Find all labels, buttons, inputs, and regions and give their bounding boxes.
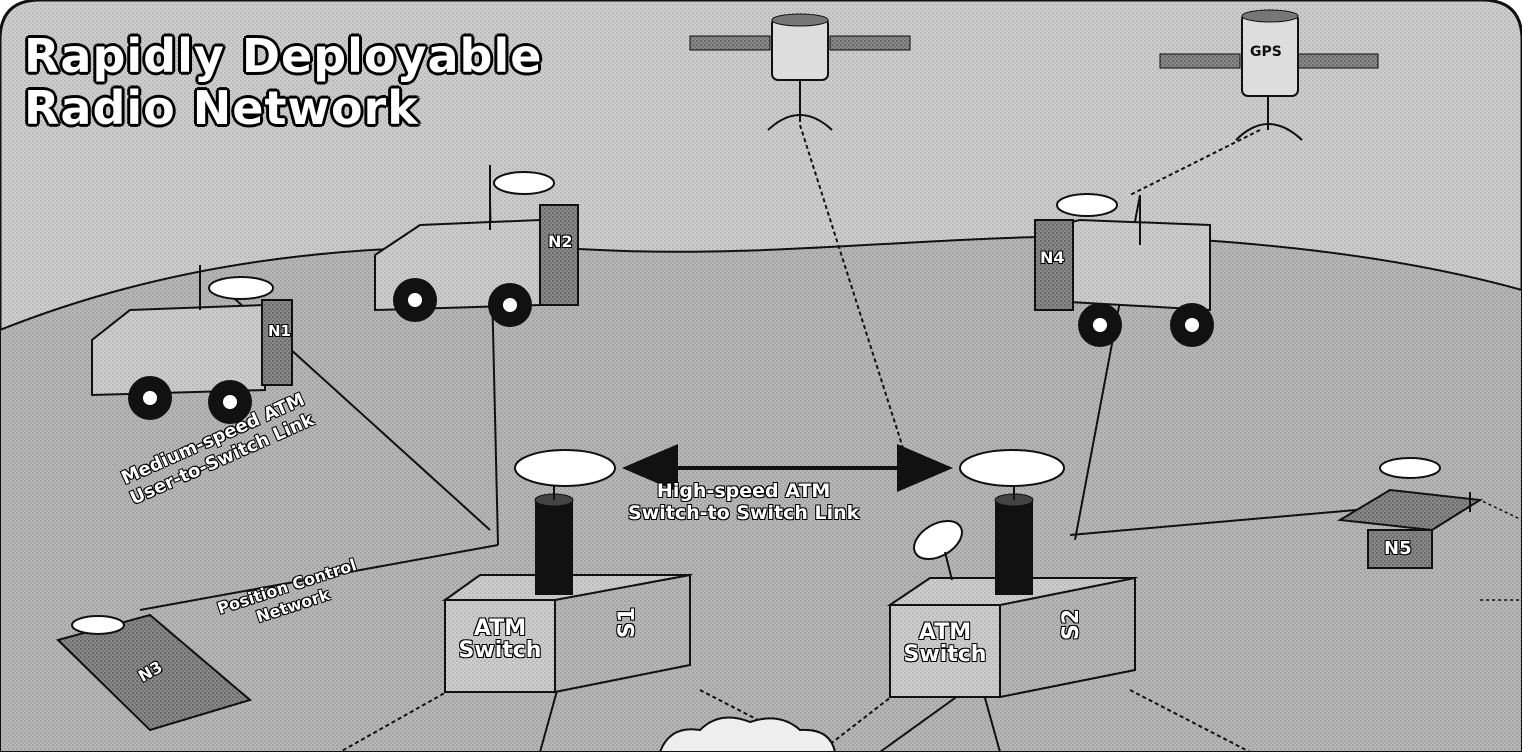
high-speed-line-2: Switch-to Switch Link	[628, 502, 860, 524]
node-n1-label: N1	[268, 322, 291, 340]
node-n3-pad	[56, 613, 253, 732]
node-n2-label: N2	[548, 232, 573, 251]
switch-s2-id: S2	[1059, 608, 1085, 641]
switch-s2-label: ATM Switch	[900, 622, 990, 666]
node-n5-box	[1336, 457, 1522, 601]
switch-s1-label: ATM Switch	[455, 618, 545, 662]
truck-n2-icon	[374, 165, 579, 327]
truck-n1-icon	[91, 265, 293, 424]
switch-s2-line-1: ATM	[918, 620, 972, 645]
switch-s2-icon	[886, 449, 1139, 699]
cloud-icon	[658, 716, 837, 752]
switch-s1-icon	[441, 449, 694, 694]
switch-s1-id: S1	[615, 606, 641, 639]
satellite-gps-icon	[1159, 9, 1379, 141]
switch-s1-line-2: Switch	[458, 638, 542, 663]
truck-n4-icon	[1034, 193, 1214, 347]
node-n4-label: N4	[1040, 248, 1065, 267]
satellite-left-icon	[689, 13, 911, 131]
gps-label: GPS	[1250, 44, 1282, 60]
ground-terrain	[0, 235, 1522, 752]
switch-s1-line-1: ATM	[473, 616, 527, 641]
switch-s2-line-2: Switch	[903, 642, 987, 667]
diagram-title: Rapidly Deployable Radio Network	[24, 30, 542, 134]
title-line-2: Radio Network	[24, 81, 419, 135]
high-speed-link-label: High-speed ATM Switch-to Switch Link	[628, 480, 859, 524]
node-n5-label: N5	[1384, 538, 1412, 559]
high-speed-line-1: High-speed ATM	[656, 480, 831, 502]
title-line-1: Rapidly Deployable	[24, 29, 543, 83]
